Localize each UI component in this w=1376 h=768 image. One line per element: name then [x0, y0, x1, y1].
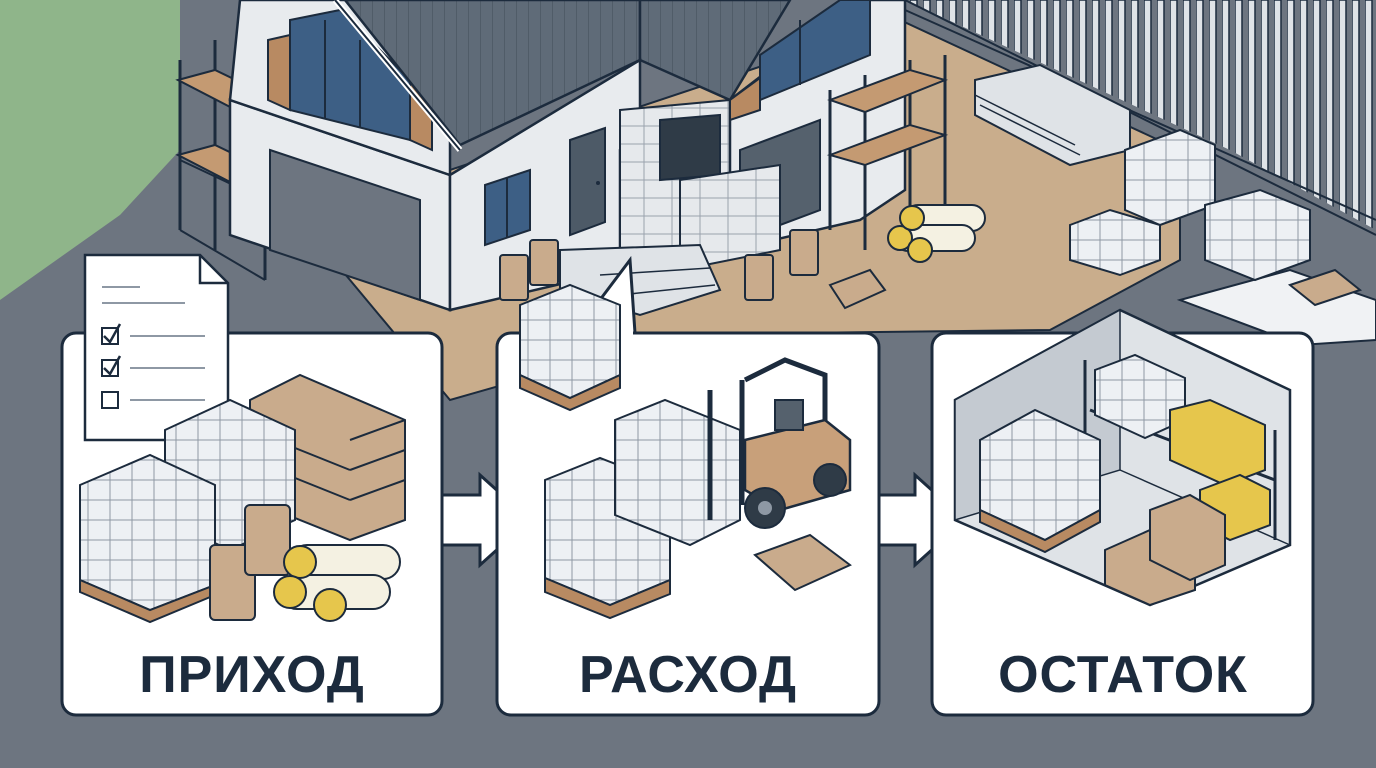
insulation-roll-icon: [273, 544, 401, 622]
house: [175, 0, 949, 317]
cement-bags-yard: [499, 229, 887, 310]
pallet-icon: [519, 283, 621, 412]
cement-bag-icon: [1104, 493, 1226, 607]
checklist-document-icon: [83, 253, 230, 442]
panel-balance: ОСТАТОК: [930, 308, 1315, 717]
panel-label-balance: ОСТАТОК: [998, 646, 1248, 704]
forklift-icon: [707, 357, 852, 529]
pallet-stacks-yard: [1069, 128, 1363, 307]
fence: [904, 0, 1376, 236]
yard-materials: [499, 63, 1363, 310]
insulation-rolls-yard: [887, 204, 986, 263]
cement-bag-icon: [753, 533, 852, 592]
panel-label-income: ПРИХОД: [139, 646, 365, 704]
cement-bag-icon: [209, 504, 291, 621]
garage-door: [269, 148, 421, 302]
panel-expense: РАСХОД: [495, 255, 881, 717]
pallet-icon: [979, 353, 1271, 554]
scaffold-plank: [826, 123, 949, 167]
front-door: [569, 126, 606, 237]
scaffold-plank: [827, 68, 949, 114]
panel-label-expense: РАСХОД: [579, 646, 797, 704]
panel-income: ПРИХОД: [60, 253, 444, 717]
grass-area: [0, 0, 180, 300]
